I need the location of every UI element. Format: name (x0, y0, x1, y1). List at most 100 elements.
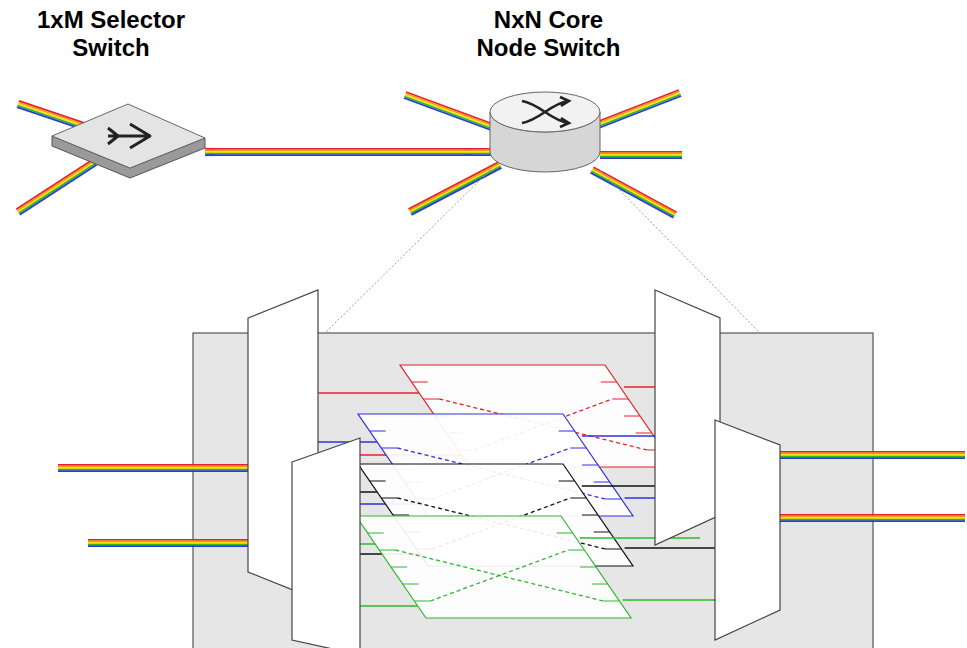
port-stub (412, 382, 428, 383)
fiber-strand (207, 148, 472, 150)
fiber-strand (775, 454, 965, 456)
fiber-strand (775, 520, 965, 522)
fiber-strand (775, 517, 965, 519)
cylinder-top (490, 92, 600, 132)
fiber-strand (600, 156, 682, 158)
port-stub (381, 498, 397, 499)
port-stub (601, 382, 617, 383)
fiber-strand (775, 519, 965, 521)
fiber-strand (404, 98, 499, 133)
multiplexer (715, 420, 780, 640)
node-label: NxN Core Node Switch (472, 6, 625, 62)
fiber-strand (590, 93, 680, 128)
fiber-bundle (404, 92, 501, 133)
demultiplexer (292, 438, 360, 648)
fiber-strand (409, 162, 499, 209)
wavelength-line (360, 605, 418, 607)
port-stub (559, 481, 575, 482)
selector-switch-icon (52, 104, 205, 178)
fiber-strand (58, 470, 255, 472)
fiber-strand (406, 93, 501, 128)
fiber-strand (600, 157, 682, 159)
fiber-strand (590, 173, 673, 218)
zoom-line (325, 170, 490, 333)
port-stub (612, 399, 628, 400)
fiber-bundle (409, 162, 502, 215)
fiber-strand (20, 165, 97, 215)
fiber-strand (600, 151, 682, 153)
fiber-strand (58, 465, 255, 467)
fiber-strand (58, 469, 255, 471)
fiber-strand (19, 163, 96, 213)
port-stub (605, 549, 621, 550)
fiber-bundle (16, 159, 96, 214)
fiber-strand (591, 171, 674, 216)
fiber-strand (775, 457, 965, 459)
port-stub (580, 567, 596, 568)
fiber-strand (207, 149, 472, 151)
port-stub (624, 416, 640, 417)
port-stub (594, 532, 610, 533)
fiber-strand (592, 170, 675, 215)
fiber-strand (589, 90, 679, 125)
port-stub (592, 584, 608, 585)
fiber-strand (775, 452, 965, 454)
fiber-strand (17, 161, 94, 211)
port-stub (636, 433, 652, 434)
fiber-bundle (775, 452, 965, 458)
port-stub (414, 601, 430, 602)
fiber-strand (58, 464, 255, 466)
port-stub (605, 499, 621, 500)
port-stub (594, 482, 610, 483)
port-stub (557, 533, 573, 534)
port-stub (582, 515, 598, 516)
multiplexer (655, 290, 720, 545)
port-stub (403, 584, 419, 585)
fiber-strand (775, 456, 965, 458)
port-stub (381, 448, 397, 449)
port-stub (370, 481, 386, 482)
fiber-strand (16, 159, 93, 209)
wavelength-line (580, 537, 700, 539)
fiber-bundle (775, 515, 965, 521)
fiber-strand (593, 169, 676, 214)
port-stub (582, 465, 598, 466)
fiber-strand (58, 467, 255, 469)
port-stub (570, 448, 586, 449)
fiber-link (207, 149, 472, 155)
fiber-strand (404, 97, 499, 132)
fiber-strand (591, 94, 681, 129)
fiber-strand (207, 151, 472, 153)
port-stub (393, 515, 409, 516)
fiber-strand (775, 451, 965, 453)
port-stub (603, 601, 619, 602)
fiber-strand (411, 166, 501, 213)
fiber-bundle (589, 90, 681, 131)
core-switch-icon (490, 92, 600, 172)
core-node-switch: NxN Core Node Switch (472, 6, 625, 136)
fiber-strand (18, 162, 95, 212)
fiber-bundle (58, 465, 255, 471)
port-stub (559, 431, 575, 432)
fiber-strand (589, 92, 679, 127)
selector-switch: 1xM Selector Switch (15, 6, 207, 178)
fiber-strand (775, 514, 965, 516)
fiber-strand (207, 153, 472, 155)
port-stub (368, 533, 384, 534)
crossbar-symbol (522, 97, 569, 127)
port-stub (370, 431, 386, 432)
fiber-strand (600, 154, 682, 156)
selector-symbol (108, 124, 150, 148)
port-stub (391, 567, 407, 568)
node-label: 1xM Selector Switch (15, 6, 207, 62)
fiber-strand (600, 152, 682, 154)
plane-outline (356, 516, 631, 618)
port-stub (570, 498, 586, 499)
fiber-bundle (590, 167, 676, 218)
fiber-strand (406, 92, 501, 127)
fiber-strand (591, 96, 681, 131)
port-stub (379, 550, 395, 551)
fiber-strand (207, 154, 472, 156)
